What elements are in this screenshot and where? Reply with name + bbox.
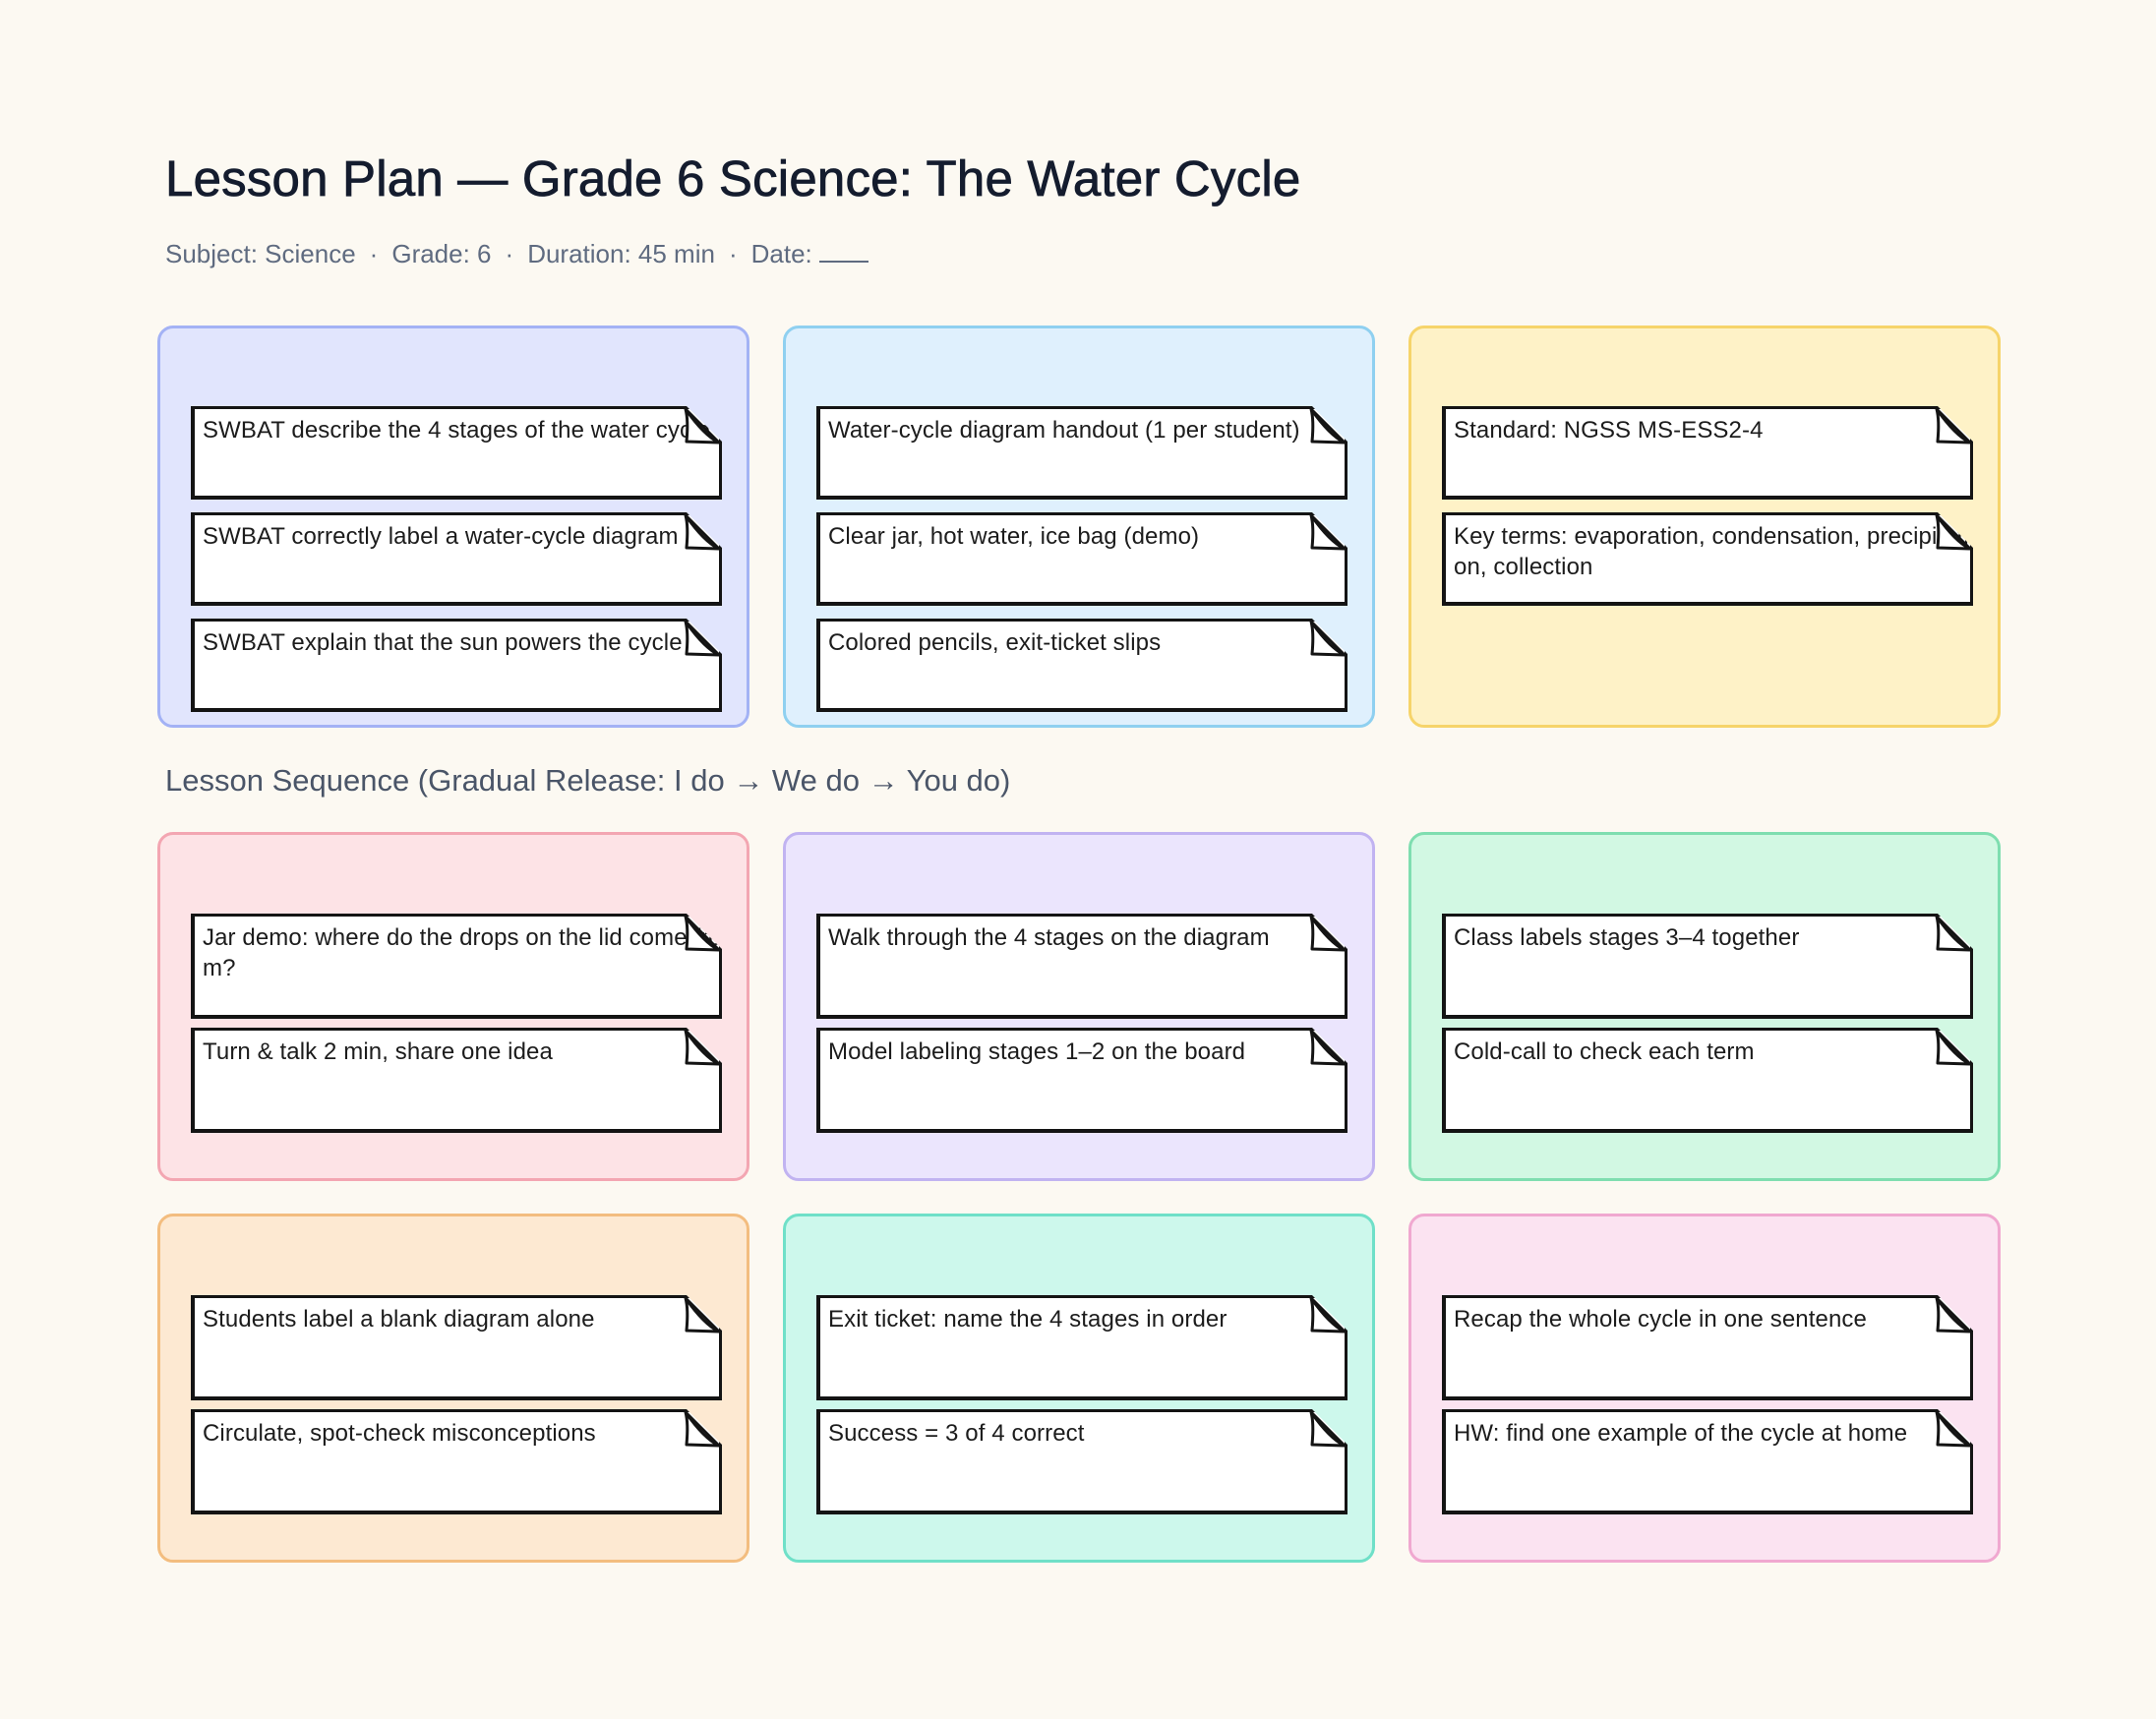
note-text: HW: find one example of the cycle at hom… (1454, 1420, 1908, 1447)
materials-panel[interactable]: Water-cycle diagram handout (1 per stude… (783, 326, 1375, 728)
sticky-note[interactable]: Water-cycle diagram handout (1 per stude… (816, 406, 1348, 500)
sticky-note[interactable]: Walk through the 4 stages on the diagram (816, 914, 1348, 1019)
note-text: Cold-call to check each term (1454, 1038, 1755, 1065)
note-text: Exit ticket: name the 4 stages in order (828, 1306, 1228, 1333)
folded-corner-icon (1308, 406, 1348, 445)
sequence-panel-4[interactable]: Students label a blank diagram alone Cir… (157, 1214, 749, 1563)
folded-corner-icon (1308, 1295, 1348, 1334)
lesson-meta: Subject: Science · Grade: 6 · Duration: 45 m… (165, 239, 869, 269)
page-title: Lesson Plan — Grade 6 Science: The Water… (165, 150, 1301, 207)
meta-duration: Duration: 45 min (527, 239, 715, 268)
note-text: SWBAT correctly label a water-cycle diag… (203, 523, 679, 550)
sticky-note[interactable]: Jar demo: where do the drops on the lid … (191, 914, 722, 1019)
folded-corner-icon (683, 1028, 722, 1067)
folded-corner-icon (683, 1295, 722, 1334)
sequence-panel-6[interactable]: Recap the whole cycle in one sentence HW… (1408, 1214, 2001, 1563)
folded-corner-icon (1308, 1028, 1348, 1067)
sequence-panel-5[interactable]: Exit ticket: name the 4 stages in order … (783, 1214, 1375, 1563)
note-text: Jar demo: where do the drops on the lid … (203, 924, 722, 981)
folded-corner-icon (683, 1409, 722, 1449)
sticky-note[interactable]: Turn & talk 2 min, share one idea (191, 1028, 722, 1133)
sequence-panel-3[interactable]: Class labels stages 3–4 together Cold-ca… (1408, 832, 2001, 1181)
sticky-note[interactable]: Key terms: evaporation, condensation, pr… (1442, 512, 1973, 606)
folded-corner-icon (1934, 1028, 1973, 1067)
meta-subject: Subject: Science (165, 239, 356, 268)
note-text: Circulate, spot-check misconceptions (203, 1420, 596, 1447)
folded-corner-icon (683, 914, 722, 953)
note-text: SWBAT explain that the sun powers the cy… (203, 629, 683, 656)
meta-separator: · (369, 239, 379, 268)
sticky-note[interactable]: Class labels stages 3–4 together (1442, 914, 1973, 1019)
sequence-panel-2[interactable]: Walk through the 4 stages on the diagram… (783, 832, 1375, 1181)
note-text: Clear jar, hot water, ice bag (demo) (828, 523, 1200, 550)
folded-corner-icon (1308, 619, 1348, 658)
note-text: Students label a blank diagram alone (203, 1306, 595, 1333)
meta-date: Date: (750, 239, 812, 268)
sticky-note[interactable]: SWBAT explain that the sun powers the cy… (191, 619, 722, 712)
sticky-note[interactable]: Clear jar, hot water, ice bag (demo) (816, 512, 1348, 606)
note-text: Turn & talk 2 min, share one idea (203, 1038, 553, 1065)
sticky-note[interactable]: Colored pencils, exit-ticket slips (816, 619, 1348, 712)
meta-grade: Grade: 6 (391, 239, 492, 268)
note-text: Walk through the 4 stages on the diagram (828, 924, 1270, 951)
meta-separator: · (728, 239, 738, 268)
sticky-note[interactable]: Model labeling stages 1–2 on the board (816, 1028, 1348, 1133)
sticky-note[interactable]: Circulate, spot-check misconceptions (191, 1409, 722, 1514)
sticky-note[interactable]: SWBAT describe the 4 stages of the water… (191, 406, 722, 500)
sticky-note[interactable]: Students label a blank diagram alone (191, 1295, 722, 1400)
folded-corner-icon (1308, 914, 1348, 953)
sequence-panel-1[interactable]: Jar demo: where do the drops on the lid … (157, 832, 749, 1181)
note-text: Standard: NGSS MS-ESS2-4 (1454, 417, 1764, 444)
sticky-note[interactable]: Standard: NGSS MS-ESS2-4 (1442, 406, 1973, 500)
folded-corner-icon (1934, 1295, 1973, 1334)
folded-corner-icon (1934, 914, 1973, 953)
note-text: Success = 3 of 4 correct (828, 1420, 1085, 1447)
sticky-note[interactable]: SWBAT correctly label a water-cycle diag… (191, 512, 722, 606)
sticky-note[interactable]: Cold-call to check each term (1442, 1028, 1973, 1133)
folded-corner-icon (683, 406, 722, 445)
sticky-note[interactable]: HW: find one example of the cycle at hom… (1442, 1409, 1973, 1514)
meta-separator: · (505, 239, 514, 268)
note-text: Recap the whole cycle in one sentence (1454, 1306, 1867, 1333)
folded-corner-icon (1934, 406, 1973, 445)
note-text: Key terms: evaporation, condensation, pr… (1454, 523, 1969, 580)
sticky-note[interactable]: Exit ticket: name the 4 stages in order (816, 1295, 1348, 1400)
folded-corner-icon (1934, 512, 1973, 552)
note-text: Water-cycle diagram handout (1 per stude… (828, 417, 1300, 444)
folded-corner-icon (683, 512, 722, 552)
sticky-note[interactable]: Success = 3 of 4 correct (816, 1409, 1348, 1514)
note-text: Model labeling stages 1–2 on the board (828, 1038, 1246, 1065)
objectives-panel[interactable]: SWBAT describe the 4 stages of the water… (157, 326, 749, 728)
folded-corner-icon (683, 619, 722, 658)
folded-corner-icon (1308, 1409, 1348, 1449)
note-text: Colored pencils, exit-ticket slips (828, 629, 1162, 656)
sticky-note[interactable]: Recap the whole cycle in one sentence (1442, 1295, 1973, 1400)
folded-corner-icon (1934, 1409, 1973, 1449)
sequence-heading: Lesson Sequence (Gradual Release: I do →… (165, 763, 1011, 798)
folded-corner-icon (1308, 512, 1348, 552)
note-text: SWBAT describe the 4 stages of the water… (203, 417, 710, 444)
standards-panel[interactable]: Standard: NGSS MS-ESS2-4 Key terms: evap… (1408, 326, 2001, 728)
note-text: Class labels stages 3–4 together (1454, 924, 1800, 951)
date-blank-line[interactable] (819, 243, 869, 263)
